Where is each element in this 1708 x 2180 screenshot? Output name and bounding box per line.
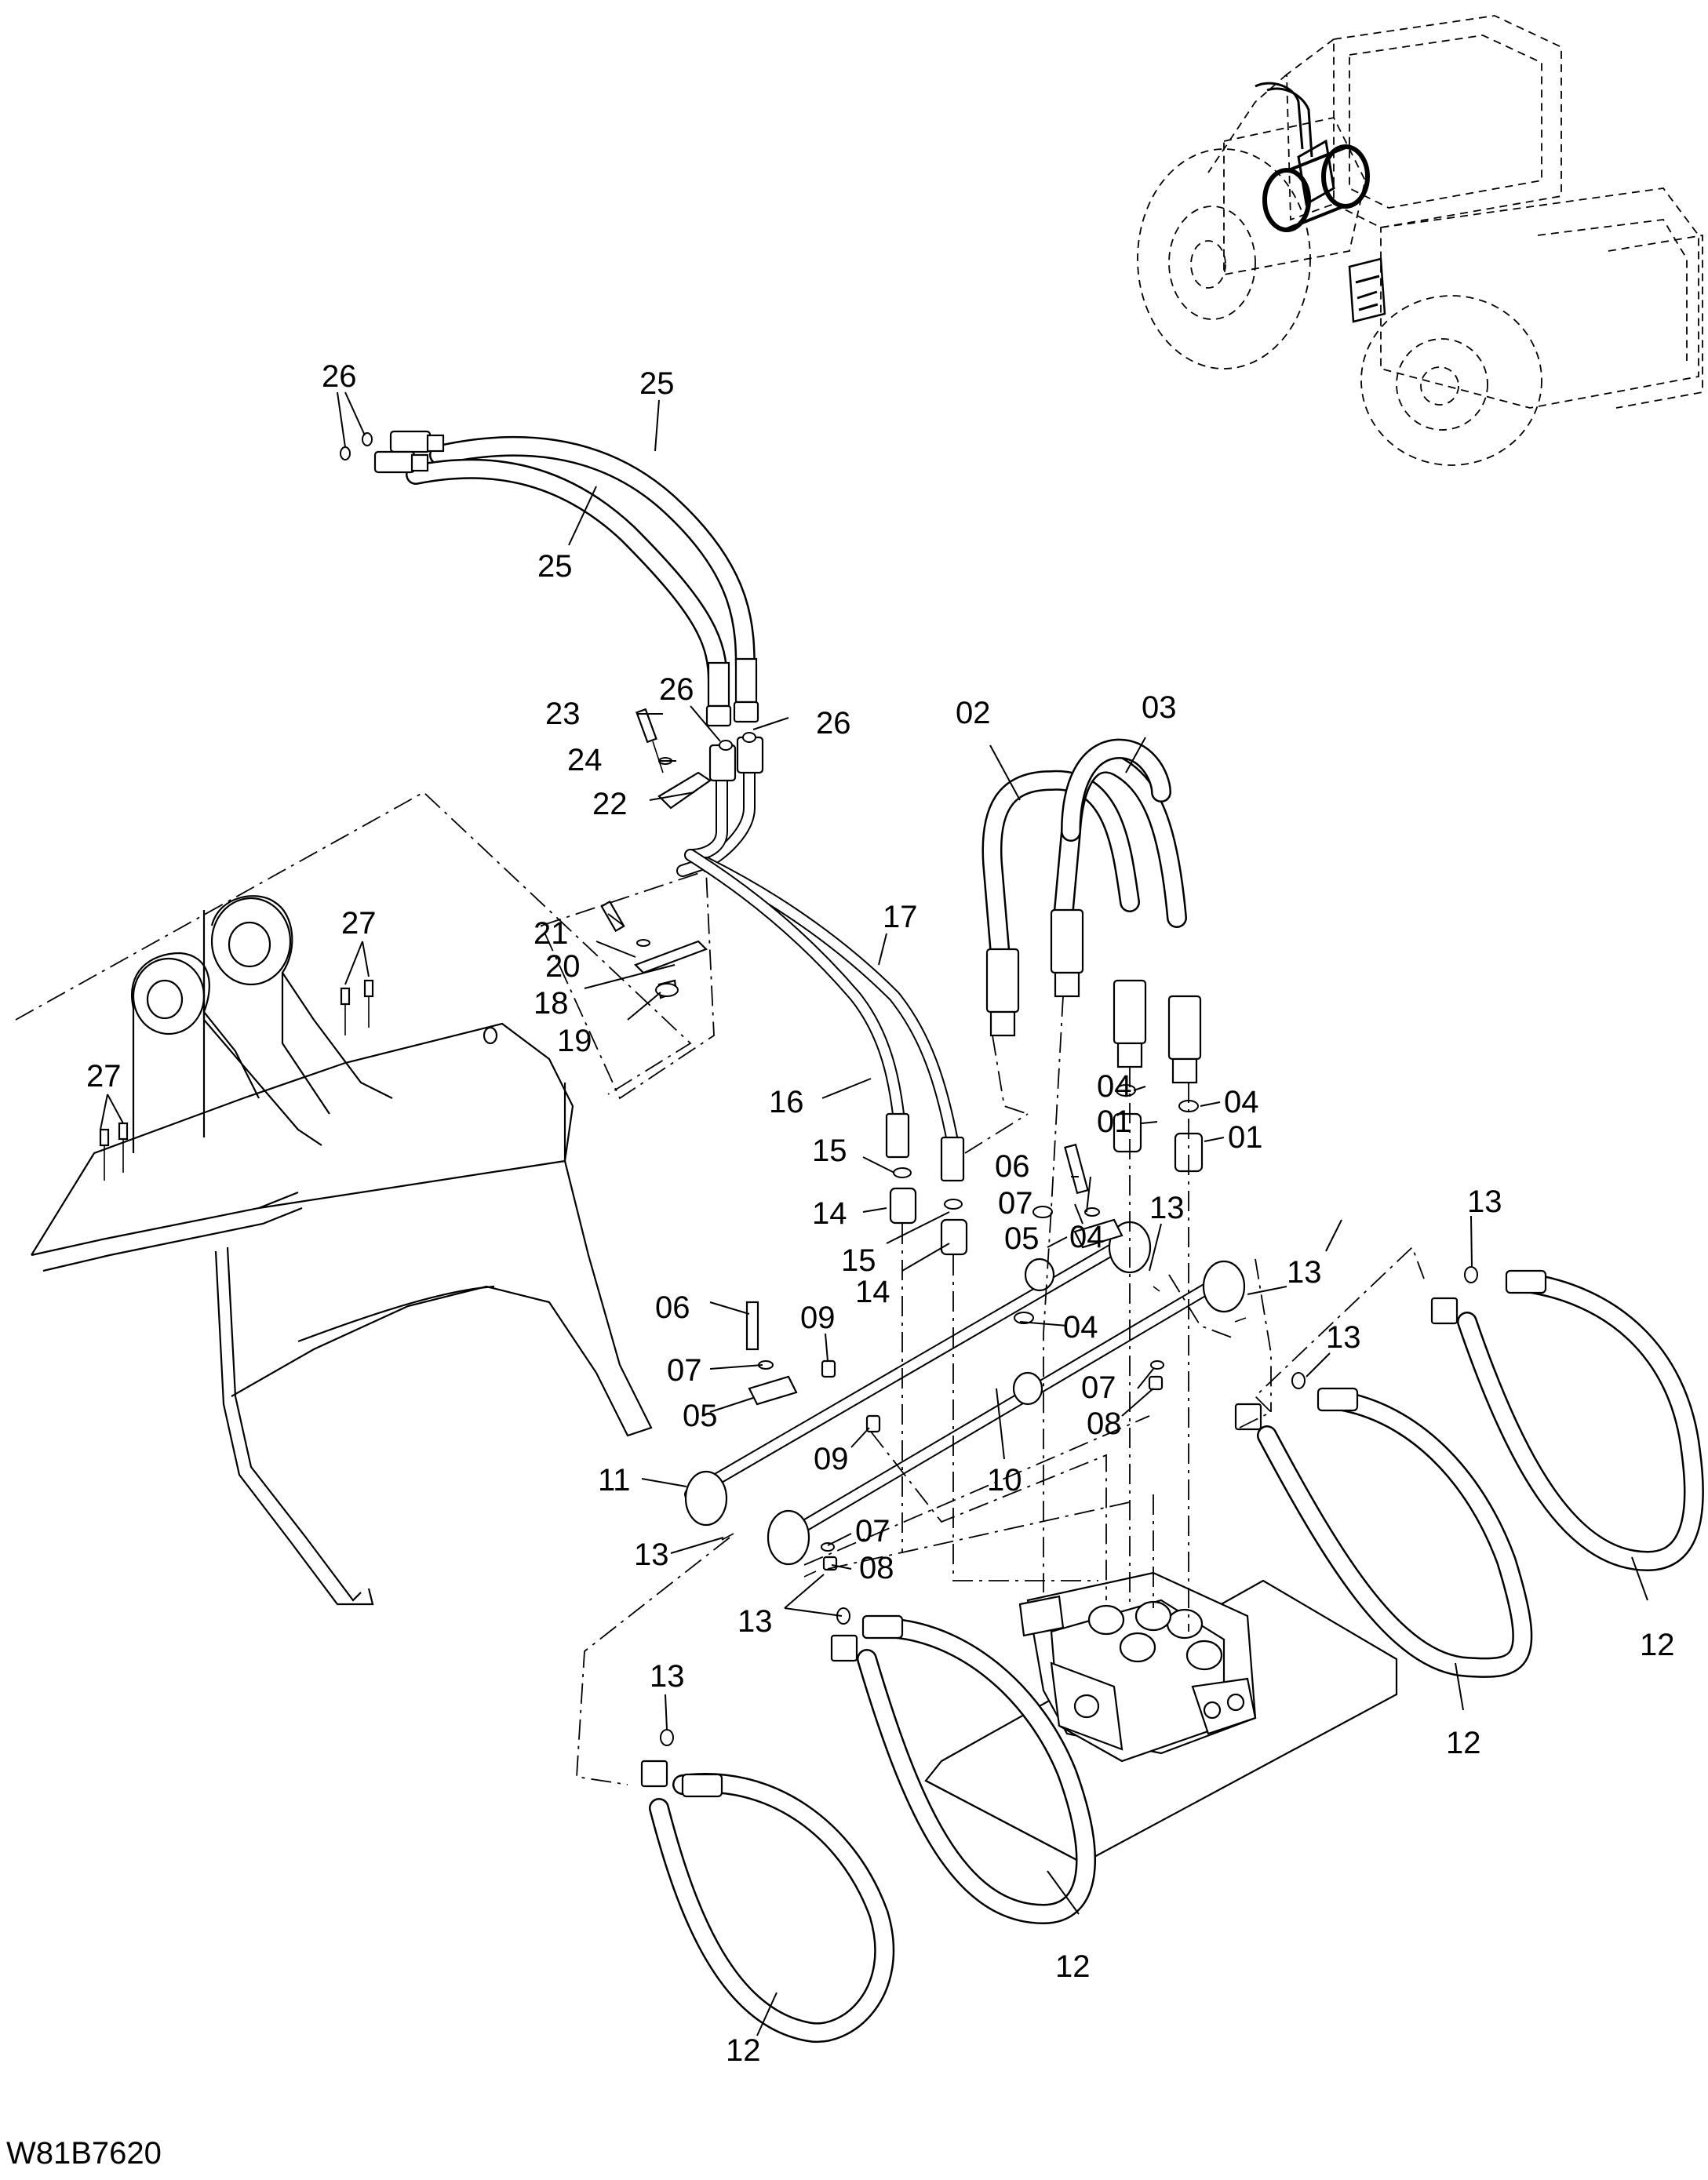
adapters-14-orings-15 [889,1167,968,1256]
callout-07: 07 [855,1514,890,1549]
callout-14: 14 [855,1275,890,1309]
callout-13: 13 [1326,1320,1361,1355]
callout-08: 08 [1087,1407,1122,1441]
callout-25: 25 [537,549,573,584]
callout-26: 26 [816,706,851,741]
callout-12: 12 [726,2033,761,2068]
callout-19: 19 [557,1024,592,1058]
callout-27: 27 [86,1059,122,1094]
callout-13: 13 [737,1604,773,1639]
callout-08: 08 [859,1551,894,1585]
callout-09: 09 [814,1442,849,1476]
callout-04: 04 [1224,1085,1259,1119]
callout-02: 02 [956,696,991,730]
callout-23: 23 [545,697,581,731]
callout-15: 15 [841,1243,876,1278]
lower-hoses-12 [640,1266,1704,2044]
callout-24: 24 [567,743,603,777]
callout-11: 11 [598,1463,631,1498]
control-valve-assembly [924,1571,1398,1879]
loader-front-frame [31,895,653,1606]
assembly-reference-lines [576,995,1425,1785]
callout-14: 14 [812,1196,847,1231]
callout-09: 09 [800,1301,836,1335]
callout-03: 03 [1142,690,1177,725]
upper-hoses-25 [340,430,759,727]
callout-12: 12 [1446,1726,1481,1760]
callout-07: 07 [998,1186,1033,1221]
callout-13: 13 [1467,1185,1502,1219]
callout-04: 04 [1063,1310,1098,1345]
callout-05: 05 [683,1399,718,1433]
hoses-02-03 [981,738,1202,1084]
callout-04: 04 [1097,1069,1132,1104]
clamp-18-19-bolt-20-21 [600,900,708,999]
bracket-group-box [540,869,715,1100]
callout-16: 16 [769,1085,804,1119]
callout-26: 26 [659,672,694,707]
machine-overview-illustration [1137,15,1703,466]
highlighted-hydraulic-lines [1255,82,1386,323]
bolt-27-lower [99,1122,129,1181]
callout-13: 13 [650,1659,685,1694]
callout-10: 10 [987,1463,1022,1498]
callout-06: 06 [655,1290,690,1325]
callout-22: 22 [592,787,628,821]
callout-27: 27 [341,906,377,941]
callout-13: 13 [634,1538,669,1572]
bolt-27-upper [340,979,374,1035]
drawing-code: W81B7620 [6,2136,162,2171]
steel-tubes-16-17 [676,732,965,1182]
callout-06: 06 [995,1149,1030,1184]
callout-12: 12 [1640,1628,1675,1662]
leader-lines [100,391,1648,2036]
callout-21: 21 [534,916,569,951]
callout-25: 25 [639,366,675,401]
frame-reference-line [15,791,692,1095]
callout-20: 20 [545,949,581,984]
callout-07: 07 [1081,1370,1116,1405]
callout-labels: 26 25 25 26 26 23 24 22 02 03 27 21 20 1… [86,359,1675,2068]
callout-13: 13 [1149,1191,1185,1225]
callout-15: 15 [812,1134,847,1168]
callout-05: 05 [1004,1221,1040,1256]
clamp-22-bolt-23-washer-24 [635,708,712,810]
callout-01: 01 [1097,1105,1132,1139]
callout-13: 13 [1287,1255,1322,1290]
callout-12: 12 [1055,1949,1091,1984]
callout-17: 17 [883,900,918,934]
callout-18: 18 [534,986,569,1021]
clamps-05-bolts-06-washers-07-nuts-08-bolts-09 [745,1143,1164,1571]
callout-26: 26 [322,359,357,394]
callout-01: 01 [1228,1120,1263,1155]
callout-07: 07 [667,1353,702,1388]
callout-04: 04 [1069,1220,1105,1254]
